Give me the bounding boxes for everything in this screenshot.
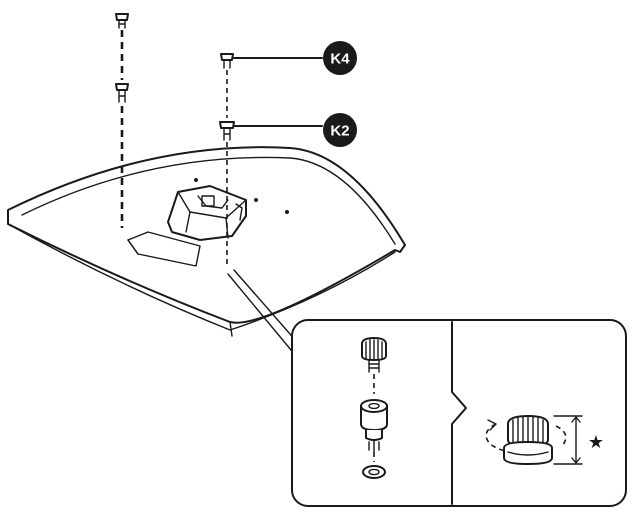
stand-neck-bracket bbox=[167, 185, 247, 241]
exploded-screw-stack bbox=[360, 337, 388, 479]
k4-badge: K4 bbox=[323, 41, 357, 75]
k2-badge: K2 bbox=[323, 113, 357, 147]
right-screw-bottom bbox=[219, 121, 235, 141]
right-screw-top bbox=[220, 53, 234, 69]
tv-back-panel bbox=[7, 146, 406, 337]
height-star-marker: ★ bbox=[588, 432, 604, 453]
k2-label: K2 bbox=[330, 123, 349, 140]
k4-label: K4 bbox=[330, 51, 350, 68]
detail-inset-box bbox=[291, 319, 627, 507]
left-screw-top bbox=[115, 13, 129, 29]
tightening-detail bbox=[485, 415, 583, 465]
left-screw-bottom bbox=[115, 83, 129, 103]
